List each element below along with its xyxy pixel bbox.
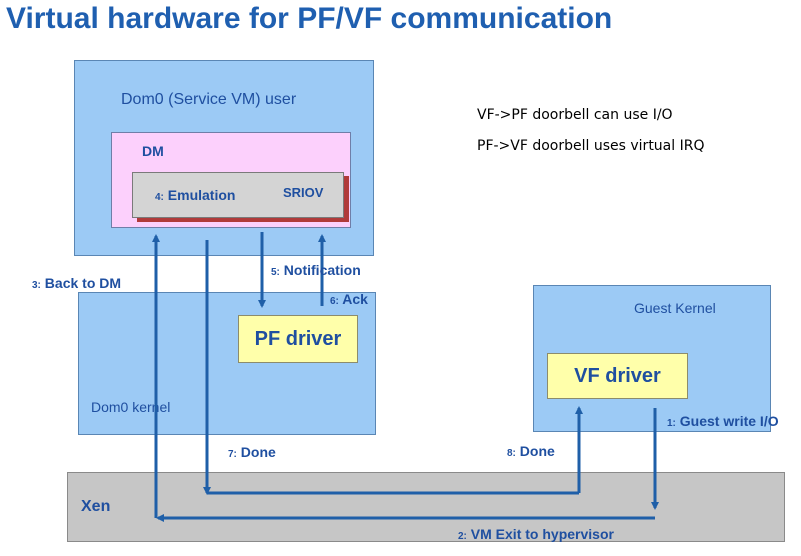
step-1-label: 1: Guest write I/O	[667, 413, 779, 429]
xen-label: Xen	[81, 498, 111, 515]
note-vf-to-pf: VF->PF doorbell can use I/O	[477, 107, 673, 123]
dm-label: DM	[142, 143, 164, 159]
emulation-text: Emulation	[167, 187, 236, 203]
pf-driver-box: PF driver	[238, 315, 358, 363]
step-5-label: 5: Notification	[271, 262, 361, 278]
note-pf-to-vf: PF->VF doorbell uses virtual IRQ	[477, 138, 705, 154]
vf-driver-box: VF driver	[547, 353, 688, 399]
step-4-number: 4:	[155, 192, 164, 203]
dom0-kernel-label: Dom0 kernel	[91, 399, 171, 415]
step-2-label: 2: VM Exit to hypervisor	[458, 526, 614, 542]
guest-kernel-label: Guest Kernel	[634, 300, 716, 316]
sriov-label: SRIOV	[283, 185, 324, 200]
dom0-user-label: Dom0 (Service VM) user	[121, 91, 297, 108]
step-6-label: 6: Ack	[330, 291, 368, 307]
slide-title: Virtual hardware for PF/VF communication	[6, 2, 613, 35]
emulation-label: 4: Emulation	[155, 187, 235, 203]
step-8-label: 8: Done	[507, 443, 555, 459]
step-3-label: 3: Back to DM	[32, 275, 122, 291]
step-7-label: 7: Done	[228, 444, 276, 460]
xen-box: Xen	[67, 472, 785, 542]
emulation-box: 4: Emulation SRIOV	[132, 172, 344, 218]
